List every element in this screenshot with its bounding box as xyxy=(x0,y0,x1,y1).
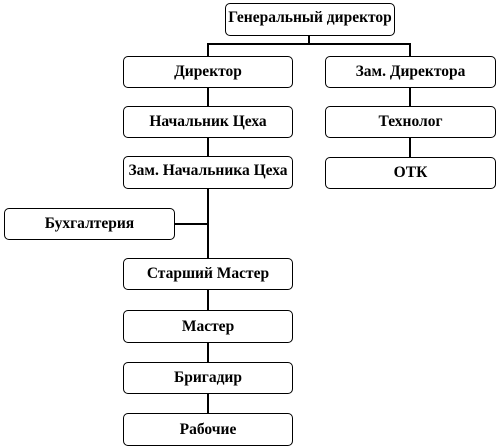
node-deputy-director-label: Зам. Директора xyxy=(355,63,466,80)
node-director: Директор xyxy=(123,56,293,88)
node-senior-foreman-label: Старший Мастер xyxy=(146,265,270,282)
connector-accounting xyxy=(175,223,209,225)
connector-top-branch xyxy=(207,43,411,45)
connector-technologist-qc xyxy=(409,138,411,157)
node-technologist: Технолог xyxy=(325,106,496,138)
connector-brigadier-workers xyxy=(207,394,209,413)
node-accounting: Бухгалтерия xyxy=(4,208,175,240)
node-deputy-shop-head-label: Зам. Начальника Цеха xyxy=(128,162,288,179)
connector-to-deputy-director xyxy=(409,43,411,56)
node-accounting-label: Бухгалтерия xyxy=(44,215,135,232)
node-workers-label: Рабочие xyxy=(179,420,237,438)
node-general-director: Генеральный директор xyxy=(225,3,395,36)
node-brigadier: Бригадир xyxy=(123,362,293,394)
node-qc: ОТК xyxy=(325,157,496,189)
node-qc-label: ОТК xyxy=(393,164,428,181)
node-director-label: Директор xyxy=(174,63,242,80)
node-shop-head: Начальник Цеха xyxy=(123,106,293,138)
connector-general-down xyxy=(308,36,310,44)
connector-deputy-director-technologist xyxy=(409,88,411,106)
node-senior-foreman: Старший Мастер xyxy=(123,258,293,290)
node-shop-head-label: Начальник Цеха xyxy=(149,113,267,130)
connector-shop-head-deputy xyxy=(207,138,209,156)
node-foreman: Мастер xyxy=(123,310,293,343)
node-general-director-label: Генеральный директор xyxy=(228,9,392,26)
node-brigadier-label: Бригадир xyxy=(174,369,242,386)
node-deputy-shop-head: Зам. Начальника Цеха xyxy=(123,156,293,189)
node-technologist-label: Технолог xyxy=(378,113,443,130)
connector-to-director xyxy=(207,43,209,56)
connector-senior-foreman-foreman xyxy=(207,290,209,310)
node-foreman-label: Мастер xyxy=(181,317,235,335)
node-deputy-director: Зам. Директора xyxy=(325,56,496,88)
node-workers: Рабочие xyxy=(123,413,293,446)
connector-director-shop-head xyxy=(207,88,209,106)
connector-foreman-brigadier xyxy=(207,343,209,362)
